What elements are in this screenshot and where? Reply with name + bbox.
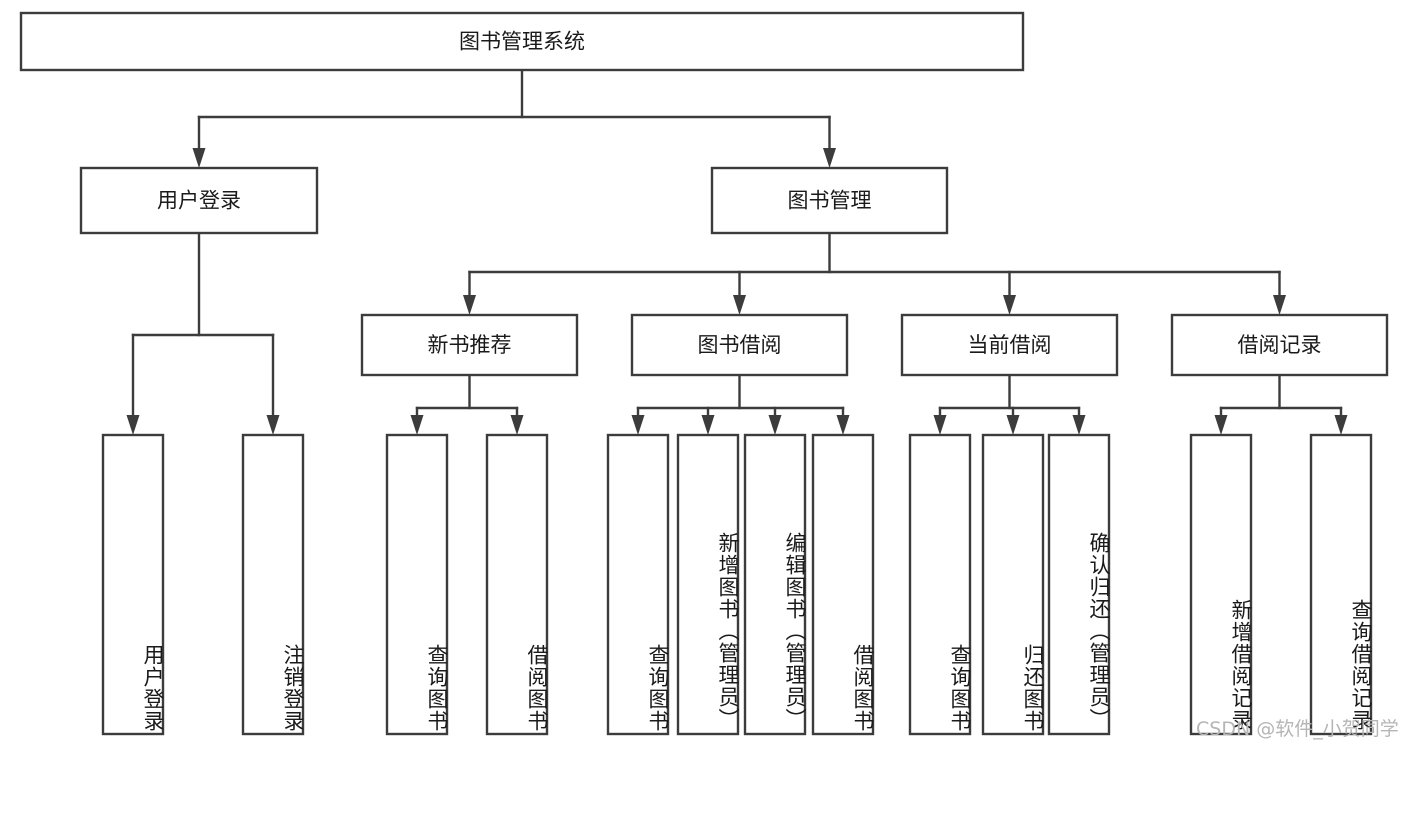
level3-node-3-box[interactable] (1170, 313, 1389, 377)
leaf-node-8-box[interactable] (908, 433, 972, 736)
level3-node-1-box[interactable] (630, 313, 849, 377)
box-layer (19, 11, 1389, 736)
level3-node-0-box[interactable] (360, 313, 579, 377)
leaf-node-6-box[interactable] (743, 433, 807, 736)
tree-diagram-canvas: 图书管理系统用户登录图书管理新书推荐图书借阅当前借阅借阅记录 用户登录注销登录查… (19, 11, 1399, 740)
leaf-node-10-box[interactable] (1047, 433, 1111, 736)
level3-arrow-0-head (463, 295, 476, 315)
level2-arrow-1-head (823, 148, 836, 168)
user-leaf-arrow-0-head (126, 415, 140, 435)
leaf-node-11-box[interactable] (1189, 433, 1253, 736)
connector-layer (126, 68, 1348, 435)
level3-0-leaf-arrow-1-head (510, 415, 524, 435)
leaf-node-2-box[interactable] (385, 433, 449, 736)
level3-1-leaf-arrow-0-head (631, 415, 645, 435)
level3-2-leaf-arrow-1-head (1006, 415, 1020, 435)
level3-node-2-box[interactable] (900, 313, 1119, 377)
level3-1-leaf-arrow-3-head (836, 415, 850, 435)
level3-1-leaf-arrow-2-head (768, 415, 782, 435)
level2-node-0-box[interactable] (79, 166, 319, 235)
level3-arrow-1-head (733, 295, 746, 315)
leaf-node-5-box[interactable] (676, 433, 740, 736)
leaf-node-0-box[interactable] (101, 433, 165, 736)
level3-2-leaf-arrow-2-head (1072, 415, 1086, 435)
level3-1-leaf-arrow-1-head (701, 415, 715, 435)
level2-node-0-label: 用户登录 (157, 189, 241, 213)
level3-2-leaf-arrow-0-head (933, 415, 947, 435)
level3-node-1-label: 图书借阅 (698, 333, 782, 357)
level3-node-2-label: 当前借阅 (968, 333, 1052, 357)
user-leaf-arrow-1-head (266, 415, 280, 435)
level3-3-leaf-arrow-1-head (1334, 415, 1348, 435)
level3-node-3-label: 借阅记录 (1238, 333, 1322, 357)
root-node-label: 图书管理系统 (459, 30, 585, 54)
leaf-node-12-box[interactable] (1309, 433, 1373, 736)
level2-arrow-0-head (192, 148, 206, 168)
leaf-node-4-box[interactable] (606, 433, 670, 736)
csdn-watermark: CSDN @软件_小贺同学 (1196, 718, 1399, 740)
level3-arrow-3-head (1273, 295, 1286, 315)
leaf-node-1-box[interactable] (241, 433, 305, 736)
leaf-node-9-box[interactable] (981, 433, 1045, 736)
level3-node-0-label: 新书推荐 (428, 333, 512, 357)
root-node-box[interactable] (19, 11, 1025, 72)
level2-node-1-label: 图书管理 (788, 189, 872, 213)
leaf-node-7-box[interactable] (811, 433, 875, 736)
level3-3-leaf-arrow-0-head (1214, 415, 1228, 435)
leaf-node-3-box[interactable] (485, 433, 549, 736)
level3-0-leaf-arrow-0-head (410, 415, 424, 435)
level3-arrow-2-head (1003, 295, 1016, 315)
level2-node-1-box[interactable] (710, 166, 949, 235)
